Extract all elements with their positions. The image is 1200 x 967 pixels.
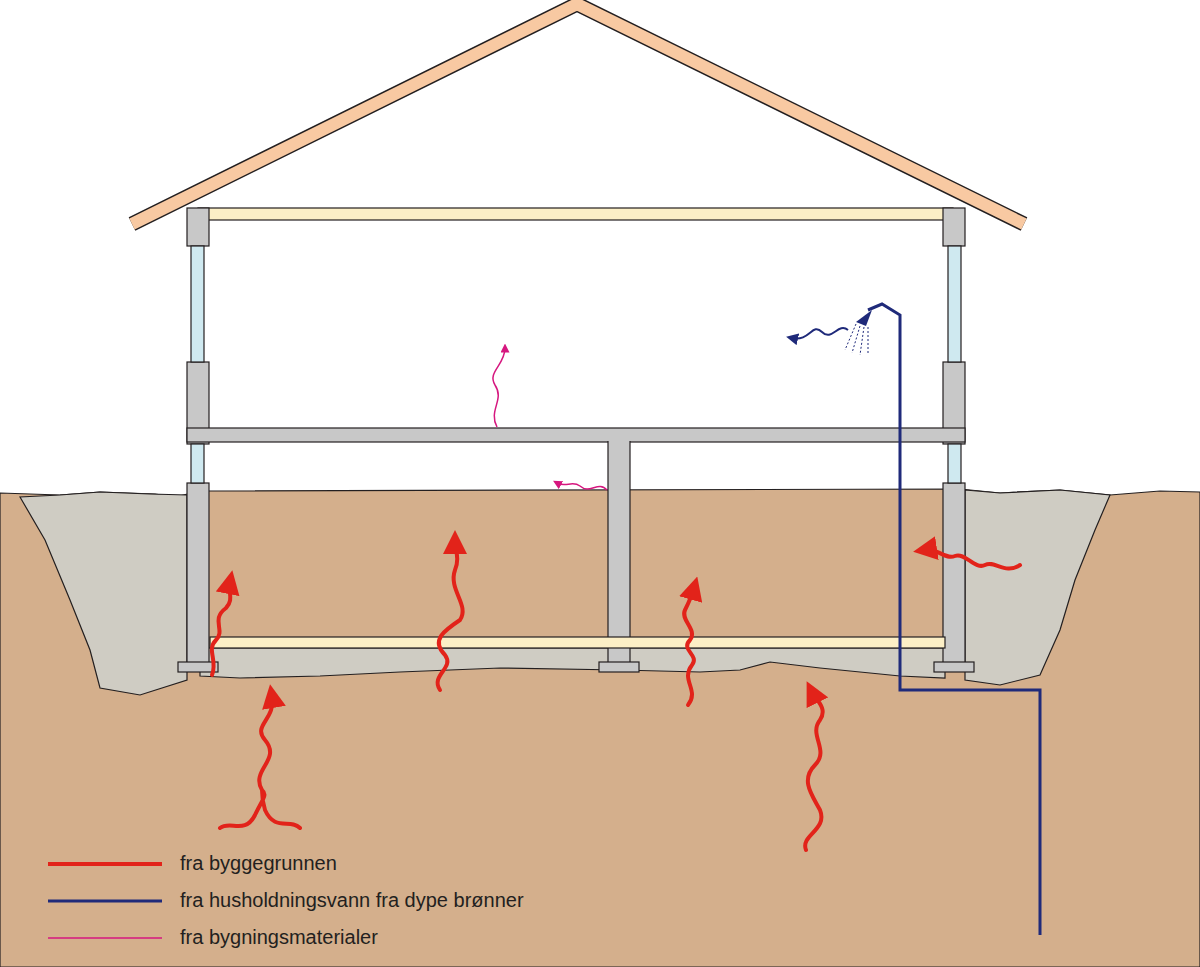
legend-line-sample [48,896,162,906]
legend-row: fra husholdningsvann fra dype brønner [48,882,524,919]
legend-text: fra byggegrunnen [180,852,337,875]
legend-text: fra bygningsmaterialer [180,926,378,949]
legend: fra byggegrunnen fra husholdningsvann fra… [48,845,524,956]
legend-line-sample [48,859,162,869]
legend-row: fra bygningsmaterialer [48,919,524,956]
legend-row: fra byggegrunnen [48,845,524,882]
legend-line-sample [48,933,162,943]
legend-text: fra husholdningsvann fra dype brønner [180,889,524,912]
